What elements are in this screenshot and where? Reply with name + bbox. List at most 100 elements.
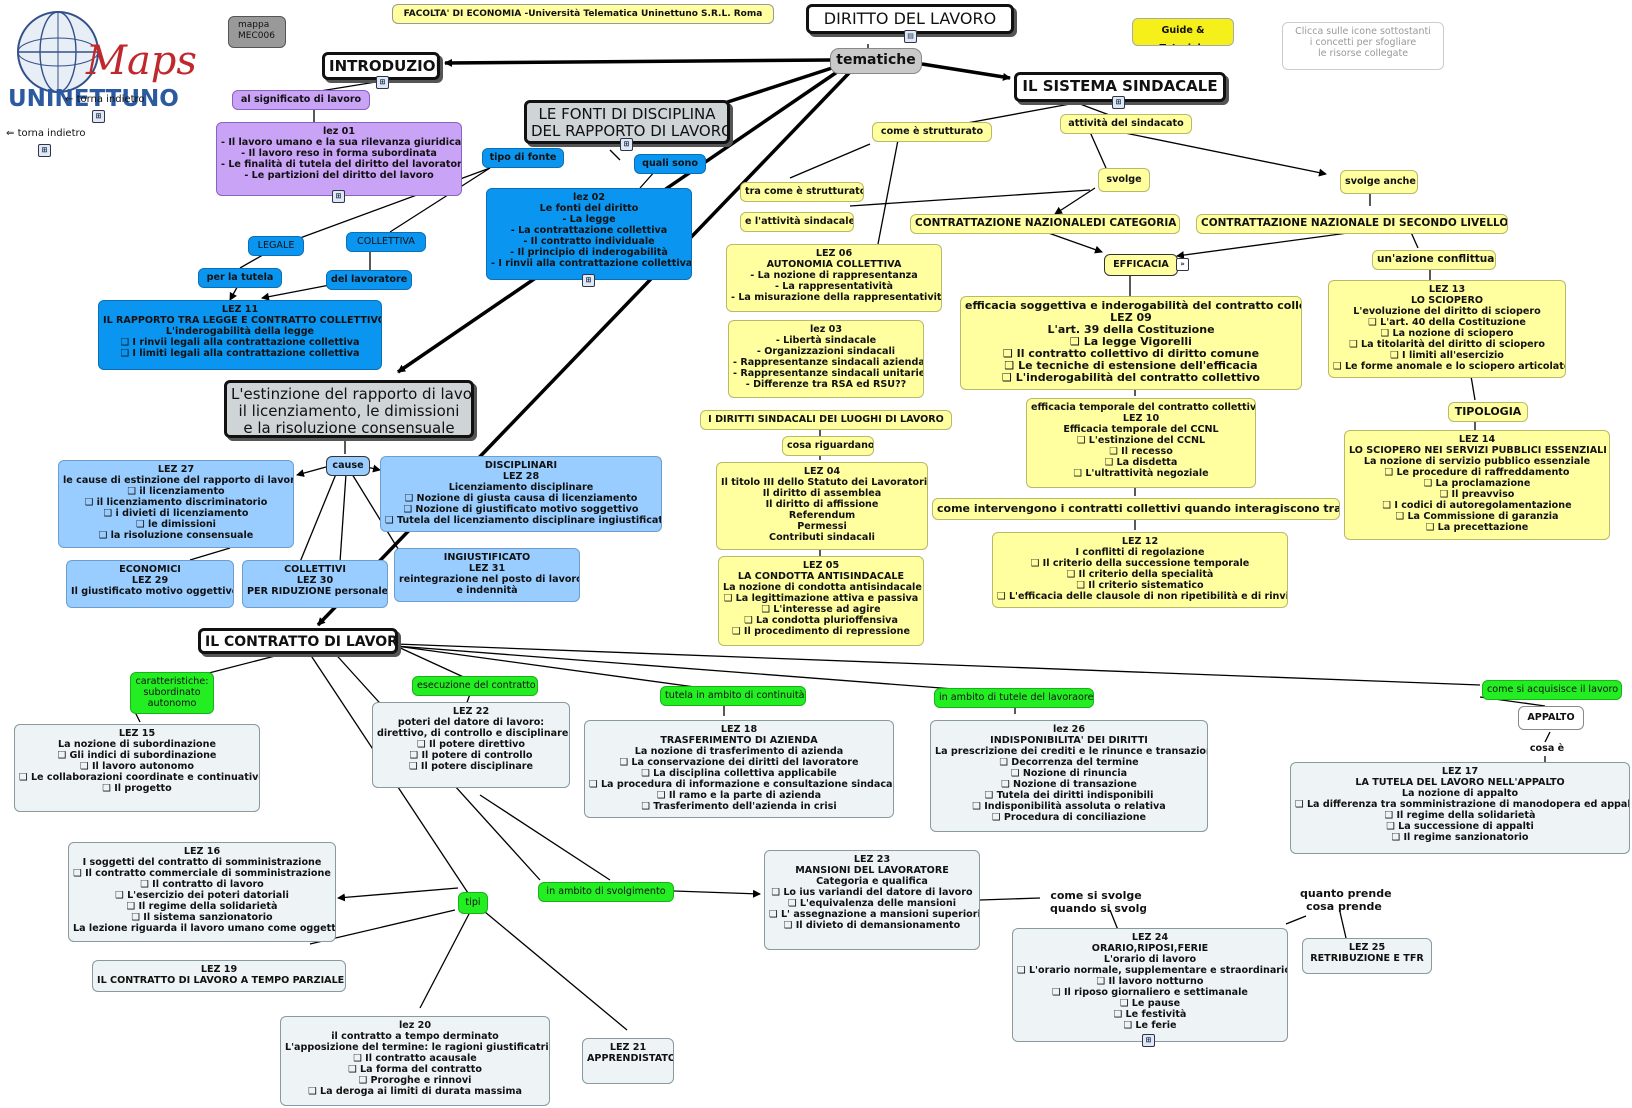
lez09-node-line: ❑ La legge Vigorelli — [1070, 335, 1192, 348]
lez29-node-line: ECONOMICI — [119, 564, 181, 575]
map-resource-icon[interactable]: ⊞ — [332, 190, 345, 203]
document-icon[interactable]: ▤ — [904, 30, 917, 43]
lez10-node[interactable]: efficacia temporale del contratto collet… — [1026, 398, 1256, 488]
lez09-node[interactable]: efficacia soggettiva e inderogabilità de… — [960, 296, 1302, 390]
contratto-di-lavoro-node[interactable]: IL CONTRATTO DI LAVORO — [198, 628, 398, 654]
map-resource-icon[interactable]: ⊞ — [582, 274, 595, 287]
map-resource-icon[interactable]: ⊞ — [620, 138, 633, 151]
attivita-sindacato-node: attività del sindacato — [1060, 114, 1192, 134]
lez04-node-line: Il diritto di affissione — [765, 499, 879, 510]
lez09-node-line: ❑ L'inderogabilità del contratto collett… — [1002, 371, 1260, 384]
map-resource-icon[interactable]: ⊞ — [376, 76, 389, 89]
chevron-right-icon[interactable]: » — [1176, 258, 1189, 271]
lez29-node-line: Il giustificato motivo oggettivo — [71, 586, 234, 597]
lez16-node-line: I soggetti del contratto di somministraz… — [82, 857, 322, 868]
lez26-node-line: lez 26 — [1052, 724, 1086, 735]
lez25-node-line: LEZ 25 — [1348, 942, 1386, 953]
lez17-node-line: La nozione di appalto — [1401, 788, 1519, 799]
lez24-node-line: ❑ Le ferie — [1123, 1020, 1177, 1031]
help-hint-line: le risorse collegate — [1317, 48, 1409, 59]
caratteristiche-node-line: autonomo — [147, 698, 197, 709]
lez22-node-line: poteri del datore di lavoro: — [397, 717, 545, 728]
lez23-node-line: ❑ L' assegnazione a mansioni superiori — [769, 909, 980, 920]
lez16-node-line: ❑ Il regime della solidarietà — [126, 901, 278, 912]
guides-tutorials-button[interactable]: Guide & Tutorials — [1132, 18, 1234, 46]
lez24-node-line: ORARIO,RIPOSI,FERIE — [1091, 943, 1209, 954]
cosa-riguardano-node-line: cosa riguardano — [787, 440, 874, 451]
back-link-top[interactable]: ← torna indietro — [65, 94, 145, 105]
lez10-node-line: ❑ L'estinzione del CCNL — [1076, 435, 1206, 446]
lez13-node-line: L'evoluzione del diritto di sciopero — [1353, 306, 1541, 317]
cosa-e-label: cosa è — [1520, 740, 1574, 758]
lez14-node-line: LO SCIOPERO NEI SERVIZI PUBBLICI ESSENZI… — [1349, 445, 1607, 456]
lez22-node-line: direttivo, di controllo e disciplinare — [377, 728, 569, 739]
lez22-node-line: LEZ 22 — [452, 706, 490, 717]
tipi-node: tipi — [458, 892, 488, 914]
lez17-node-line: LEZ 17 — [1441, 766, 1479, 777]
lez28-node-line: ❑ Tutela del licenziamento disciplinare … — [385, 515, 662, 526]
lez09-node-line: ❑ Le tecniche di estensione dell'efficac… — [1004, 359, 1258, 372]
efficacia-node-line: EFFICACIA — [1113, 259, 1169, 270]
lez03-node-line: - Rappresentanze sindacali aziendali — [733, 357, 924, 368]
map-resource-icon[interactable]: ⊞ — [38, 144, 51, 157]
sistema-sindacale-node-line: IL SISTEMA SINDACALE — [1022, 77, 1218, 95]
per-la-tutela-node-line: per la tutela — [206, 272, 274, 283]
lez04-node-line: Contributi sindacali — [769, 532, 875, 543]
sistema-sindacale-node[interactable]: IL SISTEMA SINDACALE — [1014, 72, 1226, 102]
map-resource-icon[interactable]: ⊞ — [1142, 1034, 1155, 1047]
estinzione-rapporto-node-line: il licenziamento, le dimissioni — [238, 402, 460, 420]
map-resource-icon[interactable]: ⊞ — [1112, 96, 1125, 109]
lez05-node-line: La nozione di condotta antisindacale — [723, 582, 922, 593]
svolge-node-line: svolge — [1106, 174, 1142, 185]
maps-wordmark: Maps — [86, 38, 197, 84]
lez03-node[interactable]: lez 03- Libertà sindacale- Organizzazion… — [728, 320, 924, 398]
map-resource-icon[interactable]: ⊞ — [92, 110, 105, 123]
lez18-node-line: La nozione di trasferimento di azienda — [634, 746, 844, 757]
introduzione-node[interactable]: INTRODUZIONE — [322, 52, 440, 80]
del-lavoratore-node: del lavoratore — [326, 270, 412, 290]
lez01-node[interactable]: lez 01- Il lavoro umano e la sua rilevan… — [216, 122, 462, 196]
lez06-node-line: - La nozione di rappresentanza — [750, 270, 918, 281]
lez01-node-line: - Le finalità di tutela del diritto del … — [221, 159, 462, 170]
lez03-node-line: - Rappresentanze sindacali unitarie — [733, 368, 924, 379]
efficacia-node[interactable]: EFFICACIA — [1104, 254, 1178, 276]
back-link-side[interactable]: ⇐ torna indietro — [6, 128, 86, 139]
svolge-anche-node-line: svolge anche — [1345, 176, 1416, 187]
lez05-node-line: LEZ 05 — [802, 560, 840, 571]
lez28-node-line: ❑ Nozione di giustificato motivo soggett… — [403, 504, 639, 515]
estinzione-rapporto-node[interactable]: L'estinzione del rapporto di lavoro:il l… — [224, 380, 474, 438]
legale-node-line: LEGALE — [257, 240, 295, 251]
lez14-node-line: LEZ 14 — [1458, 434, 1496, 445]
tipologia-node-line: TIPOLOGIA — [1454, 405, 1522, 418]
lez13-node-line: ❑ La nozione di sciopero — [1380, 328, 1514, 339]
collettiva-node-line: COLLETTIVA — [357, 236, 415, 247]
